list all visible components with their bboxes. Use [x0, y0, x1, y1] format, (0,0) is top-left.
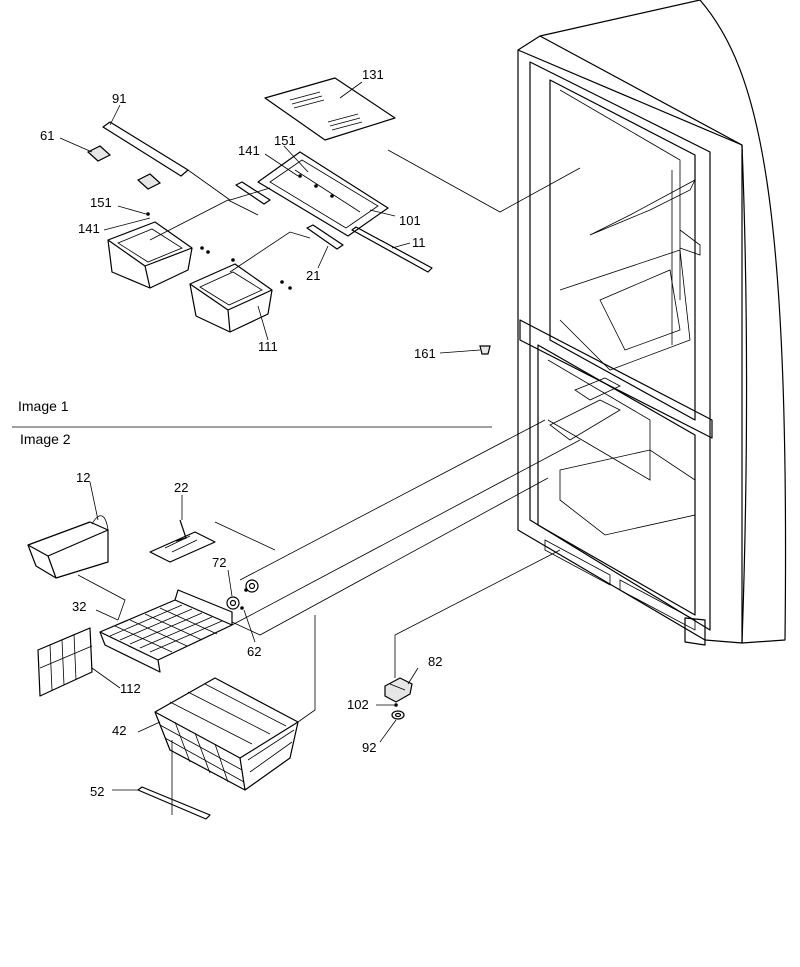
- callout-141-top: 141: [238, 143, 260, 158]
- bracket-22: [149, 519, 216, 563]
- callout-11: 11: [412, 235, 426, 250]
- callout-72: 72: [212, 555, 226, 570]
- ice-bin-12: [27, 515, 109, 579]
- callout-21: 21: [306, 268, 320, 283]
- hinge-82: [384, 677, 413, 703]
- callout-52: 52: [90, 784, 104, 799]
- slide-rail-11: [351, 226, 433, 273]
- callout-151-left: 151: [90, 195, 112, 210]
- callout-82: 82: [428, 654, 442, 669]
- callout-112: 112: [120, 681, 141, 696]
- callout-92: 92: [362, 740, 376, 755]
- roller-72: [226, 579, 259, 610]
- shelf-glass-131: [264, 77, 396, 141]
- callout-101: 101: [399, 213, 421, 228]
- crisper-drawer-right: [189, 263, 273, 333]
- cap-161: [479, 345, 491, 355]
- wire-shelf-32: [99, 589, 233, 673]
- rail-91: [102, 121, 189, 177]
- callout-12: 12: [76, 470, 90, 485]
- crisper-drawer-left: [107, 221, 193, 289]
- screws-141-151: [146, 212, 292, 290]
- callout-111: 111: [258, 339, 278, 354]
- refrigerator-cabinet: [517, 0, 787, 646]
- leader-lines-image-1: [59, 81, 581, 354]
- wire-basket-42: [154, 677, 299, 791]
- leader-lines-image-2: [77, 419, 581, 815]
- crisper-cover-101: [257, 151, 389, 237]
- callout-42: 42: [112, 723, 126, 738]
- screw-102: [394, 703, 398, 707]
- callout-141-left: 141: [78, 221, 100, 236]
- callout-32: 32: [72, 599, 86, 614]
- callout-91: 91: [112, 91, 126, 106]
- callout-161: 161: [414, 346, 436, 361]
- callout-151-top: 151: [274, 133, 296, 148]
- section-label-image-2: Image 2: [20, 431, 71, 447]
- bracket-61: [86, 145, 162, 190]
- section-label-image-1: Image 1: [18, 398, 69, 414]
- callout-102: 102: [347, 697, 369, 712]
- callout-61: 61: [40, 128, 54, 143]
- slide-rail-21: [235, 181, 344, 250]
- callout-62: 62: [247, 644, 261, 659]
- wire-divider-112: [37, 627, 93, 697]
- rail-52: [137, 786, 211, 820]
- washer-92: [391, 710, 405, 720]
- callout-131: 131: [362, 67, 384, 82]
- callout-22: 22: [174, 480, 188, 495]
